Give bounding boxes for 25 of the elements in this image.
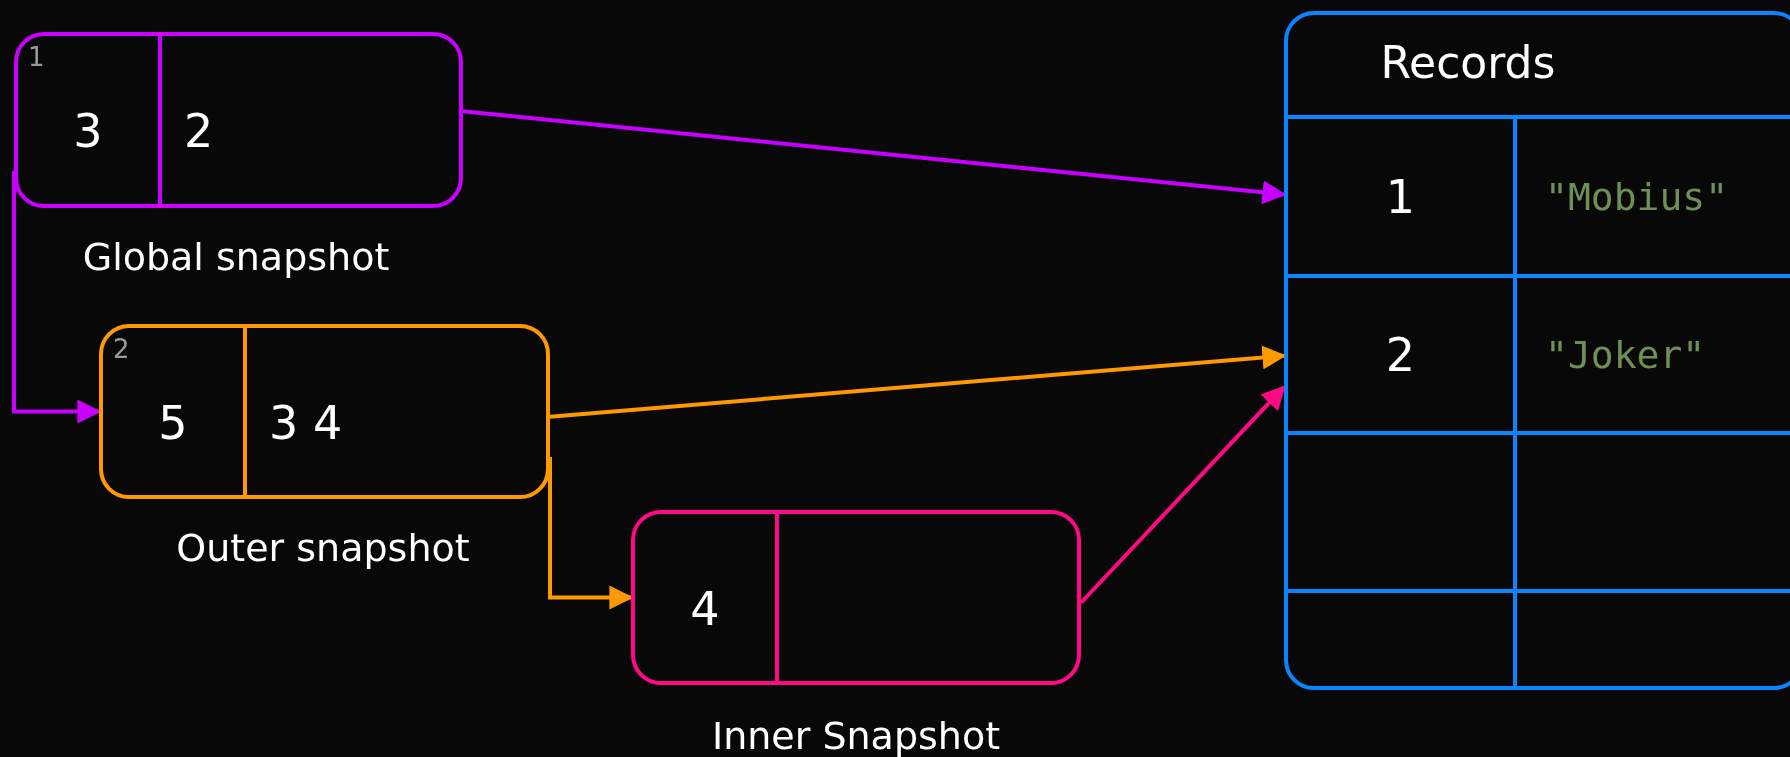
snapshot-caption: Outer snapshot	[176, 526, 470, 570]
arrow	[549, 345, 1287, 419]
snapshot-box	[99, 324, 550, 499]
snapshot-box	[14, 32, 463, 208]
table-row	[1288, 274, 1790, 431]
table-title: Records	[1379, 37, 1557, 88]
cell-value: 5	[158, 394, 188, 450]
cell-value: 3	[73, 103, 103, 158]
record-id: 1	[1385, 169, 1416, 224]
cell-value: 4	[690, 580, 720, 636]
record-value: "Joker"	[1545, 332, 1706, 377]
record-id: 2	[1385, 327, 1416, 382]
table-row	[1288, 115, 1790, 274]
record-value: "Mobius"	[1545, 174, 1729, 219]
cell-value: 3 4	[269, 394, 343, 450]
cell-value: 2	[184, 103, 214, 158]
empty-table-row	[1288, 431, 1790, 589]
snapshot-number: 2	[113, 334, 130, 364]
arrow	[1079, 385, 1286, 605]
snapshot-number: 1	[28, 42, 45, 72]
snapshot-caption: Global snapshot	[82, 235, 390, 279]
arrow	[462, 109, 1287, 205]
snapshot-box	[631, 510, 1081, 685]
snapshot-caption: Inner Snapshot	[711, 714, 1001, 757]
records-table	[1284, 11, 1790, 690]
